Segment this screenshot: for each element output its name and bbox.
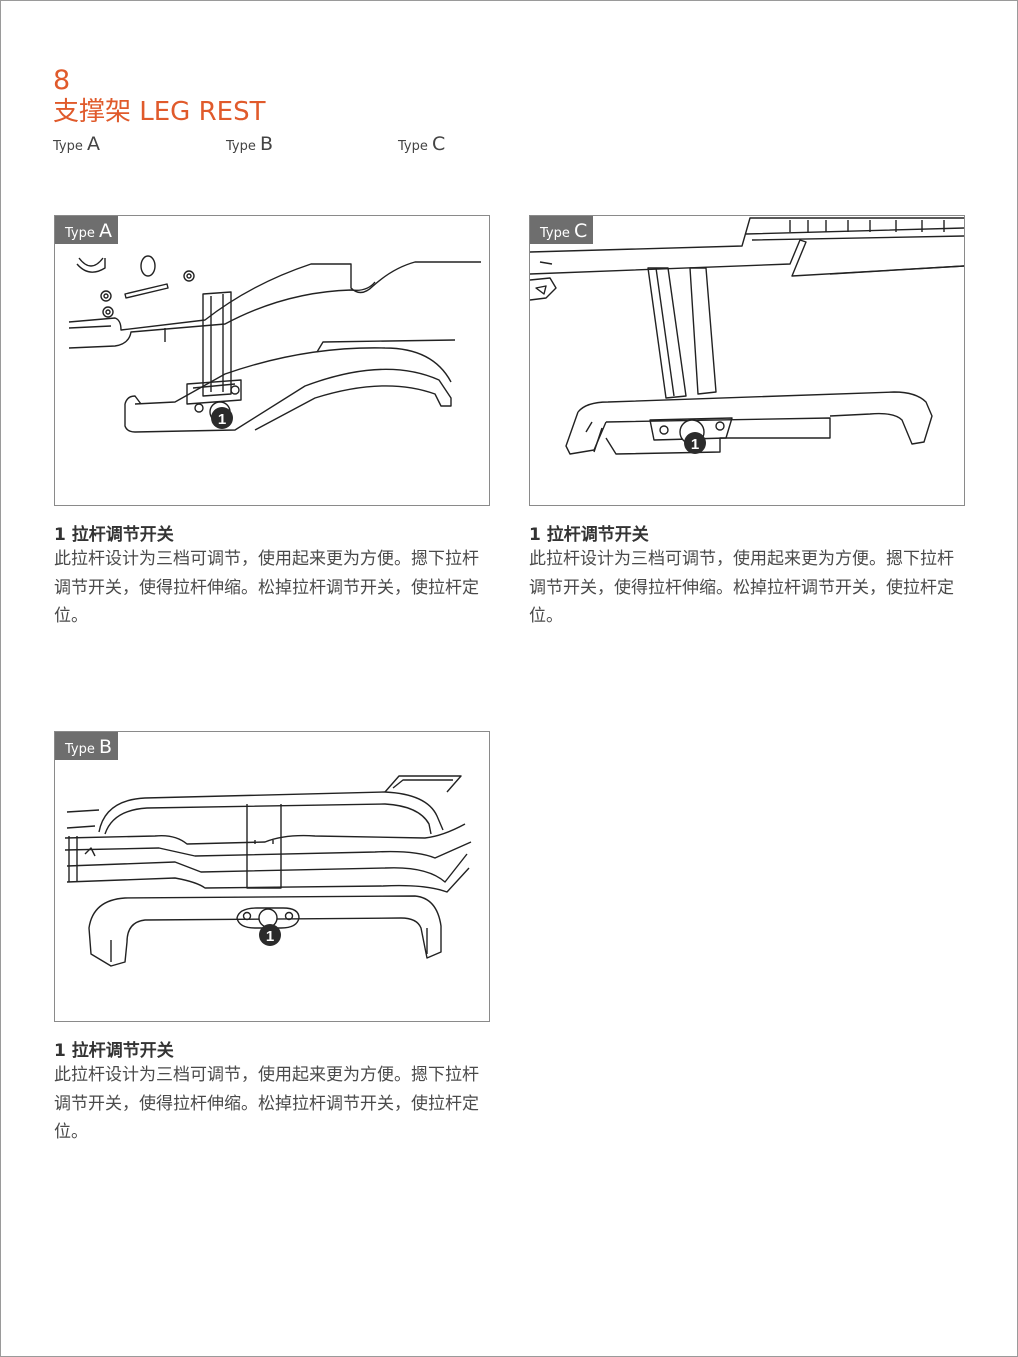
- callout-number: 1: [218, 411, 226, 428]
- panel-tag: Type C: [530, 216, 594, 244]
- section-title: 支撑架 LEG REST: [53, 97, 266, 127]
- tag-letter: A: [99, 220, 112, 242]
- tag-prefix: Type: [65, 742, 95, 757]
- callout-number: 1: [691, 436, 699, 453]
- callout-number: 1: [266, 928, 274, 945]
- leg-rest-illustration-c: 1: [530, 217, 964, 455]
- legend-letter: C: [432, 133, 446, 155]
- legend-type-b: Type B: [226, 133, 273, 155]
- legend-letter: B: [260, 133, 274, 155]
- panel-type-a: 1 Type A: [54, 215, 490, 506]
- panel-tag: Type B: [55, 732, 119, 760]
- legend-prefix: Type: [226, 139, 256, 154]
- caption-heading-b: 1 拉杆调节开关: [54, 1041, 174, 1061]
- panel-type-b: 1 Type B: [54, 731, 490, 1022]
- legend-type-a: Type A: [53, 133, 100, 155]
- legend-type-c: Type C: [398, 133, 445, 155]
- legend-prefix: Type: [398, 139, 428, 154]
- leg-rest-illustration-a: 1: [68, 255, 481, 433]
- caption-body-b: 此拉杆设计为三档可调节，使用起来更为方便。摁下拉杆调节开关，使得拉杆伸缩。松掉拉…: [54, 1065, 479, 1142]
- caption-body-a: 此拉杆设计为三档可调节，使用起来更为方便。摁下拉杆调节开关，使得拉杆伸缩。松掉拉…: [54, 549, 479, 626]
- caption-heading-a: 1 拉杆调节开关: [54, 525, 174, 545]
- panel-tag: Type A: [55, 216, 118, 244]
- legend-letter: A: [87, 133, 100, 155]
- leg-rest-illustration-b: 1: [64, 775, 472, 967]
- section-number: 8: [53, 65, 71, 96]
- tag-letter: B: [99, 736, 113, 758]
- panel-type-c: 1 Type C: [529, 215, 965, 506]
- legend-prefix: Type: [53, 139, 83, 154]
- caption-heading-c: 1 拉杆调节开关: [529, 525, 649, 545]
- tag-prefix: Type: [65, 226, 95, 241]
- tag-prefix: Type: [540, 226, 570, 241]
- tag-letter: C: [574, 220, 588, 242]
- caption-body-c: 此拉杆设计为三档可调节，使用起来更为方便。摁下拉杆调节开关，使得拉杆伸缩。松掉拉…: [529, 549, 954, 626]
